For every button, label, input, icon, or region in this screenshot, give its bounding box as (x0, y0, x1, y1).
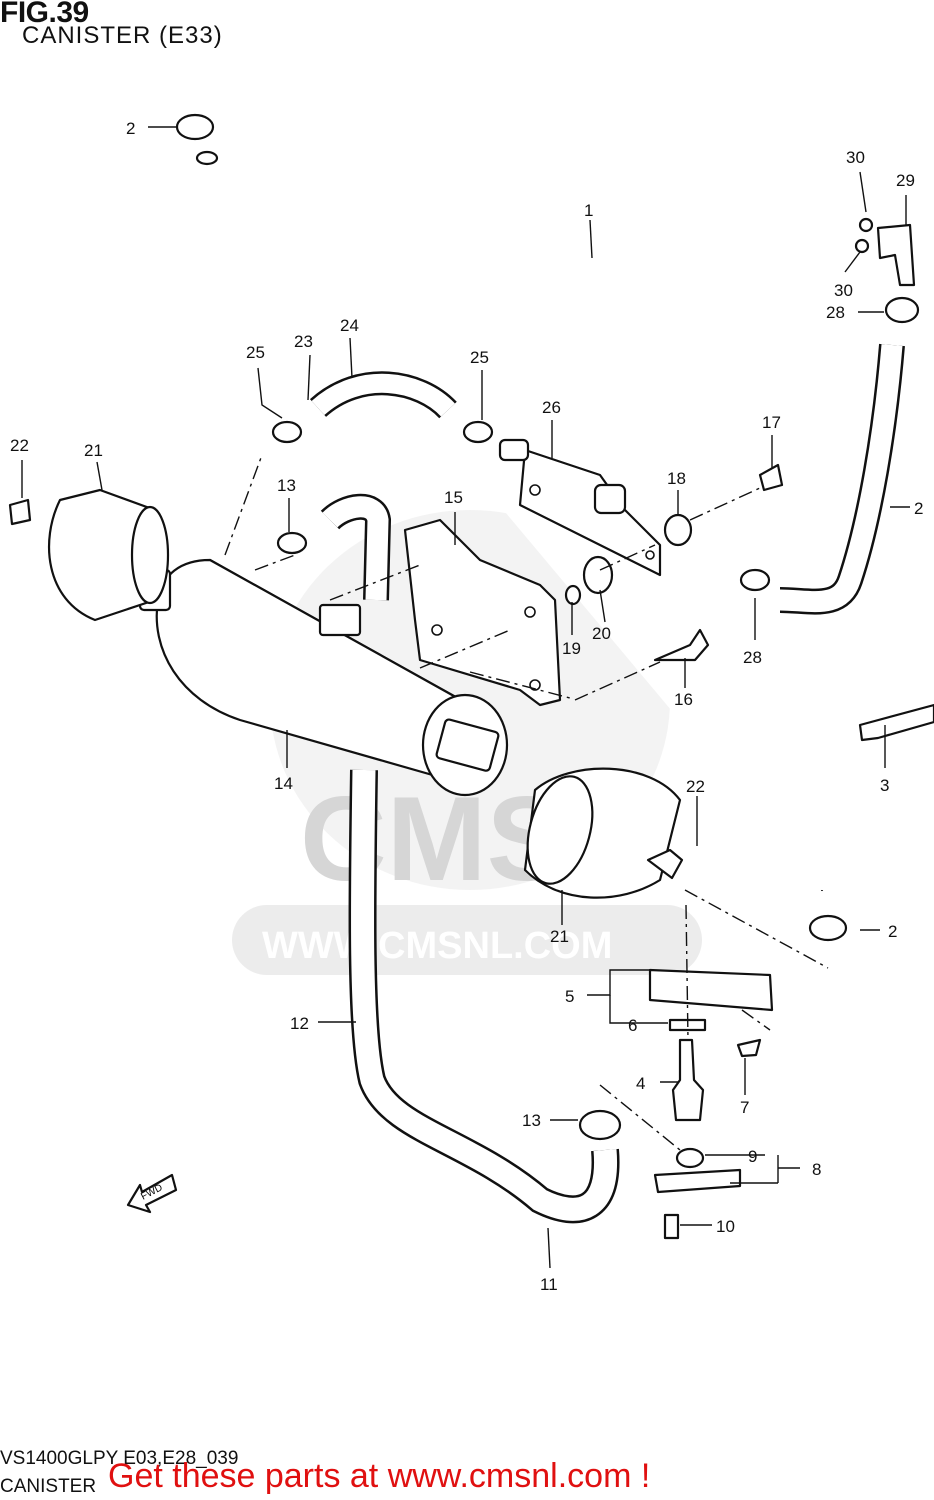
clamp-2-bottom (808, 914, 848, 942)
valve-26 (498, 438, 662, 577)
callout-6: 6 (628, 1016, 637, 1035)
callout-29: 29 (896, 171, 915, 190)
callout-11: 11 (540, 1275, 558, 1294)
bolt-22-left (8, 498, 32, 526)
callout-15: 15 (444, 488, 463, 507)
callout-28-mid: 28 (743, 648, 762, 667)
callout-20: 20 (592, 624, 611, 643)
bolt-17 (758, 463, 784, 492)
callout-2-right: 2 (914, 499, 923, 518)
promo-banner-link[interactable]: Get these parts at www.cmsnl.com ! (108, 1457, 651, 1495)
part-name: CANISTER (0, 1476, 97, 1497)
callout-16: 16 (674, 690, 693, 709)
callout-8: 8 (812, 1160, 821, 1179)
bracket-15 (403, 518, 562, 707)
callout-13-bottom: 13 (522, 1111, 541, 1130)
hardware (8, 463, 934, 1240)
hose-12-11 (320, 493, 620, 1224)
clamp-3 (858, 703, 934, 742)
callout-12: 12 (290, 1014, 309, 1033)
collar-19 (564, 584, 582, 606)
clamp-2-top (175, 113, 215, 141)
callout-21-right: 21 (550, 927, 569, 946)
callout-22-right: 22 (686, 777, 705, 796)
canister-14 (138, 558, 509, 797)
hose-24 (309, 371, 457, 419)
callout-5: 5 (565, 987, 574, 1006)
bracket-5 (648, 968, 774, 1012)
cover-21-right (523, 767, 682, 899)
callout-28-top: 28 (826, 303, 845, 322)
callout-9: 9 (748, 1147, 757, 1166)
clamps (175, 113, 920, 1141)
bracket-8 (653, 1168, 742, 1194)
hose-2-right (779, 343, 905, 615)
callouts: 2 1 30 29 30 28 2 28 3 2 25 23 24 25 26 … (10, 119, 923, 1294)
bolt-16 (653, 628, 710, 662)
callout-18: 18 (667, 469, 686, 488)
clamp-25-right (462, 420, 494, 444)
callout-2-top: 2 (126, 119, 135, 138)
leader-lines (21, 126, 910, 1269)
cover-21-left (48, 488, 170, 622)
callout-10: 10 (716, 1217, 735, 1236)
cushion-9 (675, 1147, 705, 1169)
clamp-25-left (271, 420, 303, 444)
bolt-10 (663, 1213, 680, 1240)
callout-22-left: 22 (10, 436, 29, 455)
joint-29 (854, 217, 916, 287)
model-code: VS1400GLPY E03,E28_039 (0, 1448, 239, 1469)
washer-18 (663, 513, 693, 547)
callout-25-right: 25 (470, 348, 489, 367)
callout-1: 1 (584, 201, 593, 220)
figure-subtitle: CANISTER (E33) (22, 22, 223, 49)
callout-3: 3 (880, 776, 889, 795)
clamp-28-top (884, 296, 920, 324)
dash-lines (224, 454, 829, 1151)
callout-19: 19 (562, 639, 581, 658)
watermark-url: WWW.CMSNL.COM (262, 925, 612, 967)
callout-17: 17 (762, 413, 781, 432)
clamp-13-top (276, 531, 308, 555)
screw-7 (736, 1038, 762, 1058)
clamp-28-mid (739, 568, 771, 592)
callout-30-top: 30 (846, 148, 865, 167)
callout-26: 26 (542, 398, 561, 417)
clamp-13-bottom (578, 1109, 622, 1141)
fwd-arrow-icon: FWD (126, 1173, 178, 1214)
figure-label: FIG.39 (0, 0, 89, 29)
watermark-logo: CMS (300, 772, 567, 906)
callout-2-bottom: 2 (888, 922, 897, 941)
callout-7: 7 (740, 1098, 749, 1117)
callout-25-left: 25 (246, 343, 265, 362)
callout-24: 24 (340, 316, 359, 335)
callout-30-bottom: 30 (834, 281, 853, 300)
valve-4 (671, 1038, 705, 1122)
callout-14: 14 (274, 774, 293, 793)
bolt-22-right (646, 848, 684, 880)
callout-23: 23 (294, 332, 313, 351)
callout-21-left: 21 (84, 441, 103, 460)
callout-13-top: 13 (277, 476, 296, 495)
grommet-20 (582, 555, 614, 595)
callout-4: 4 (636, 1074, 645, 1093)
